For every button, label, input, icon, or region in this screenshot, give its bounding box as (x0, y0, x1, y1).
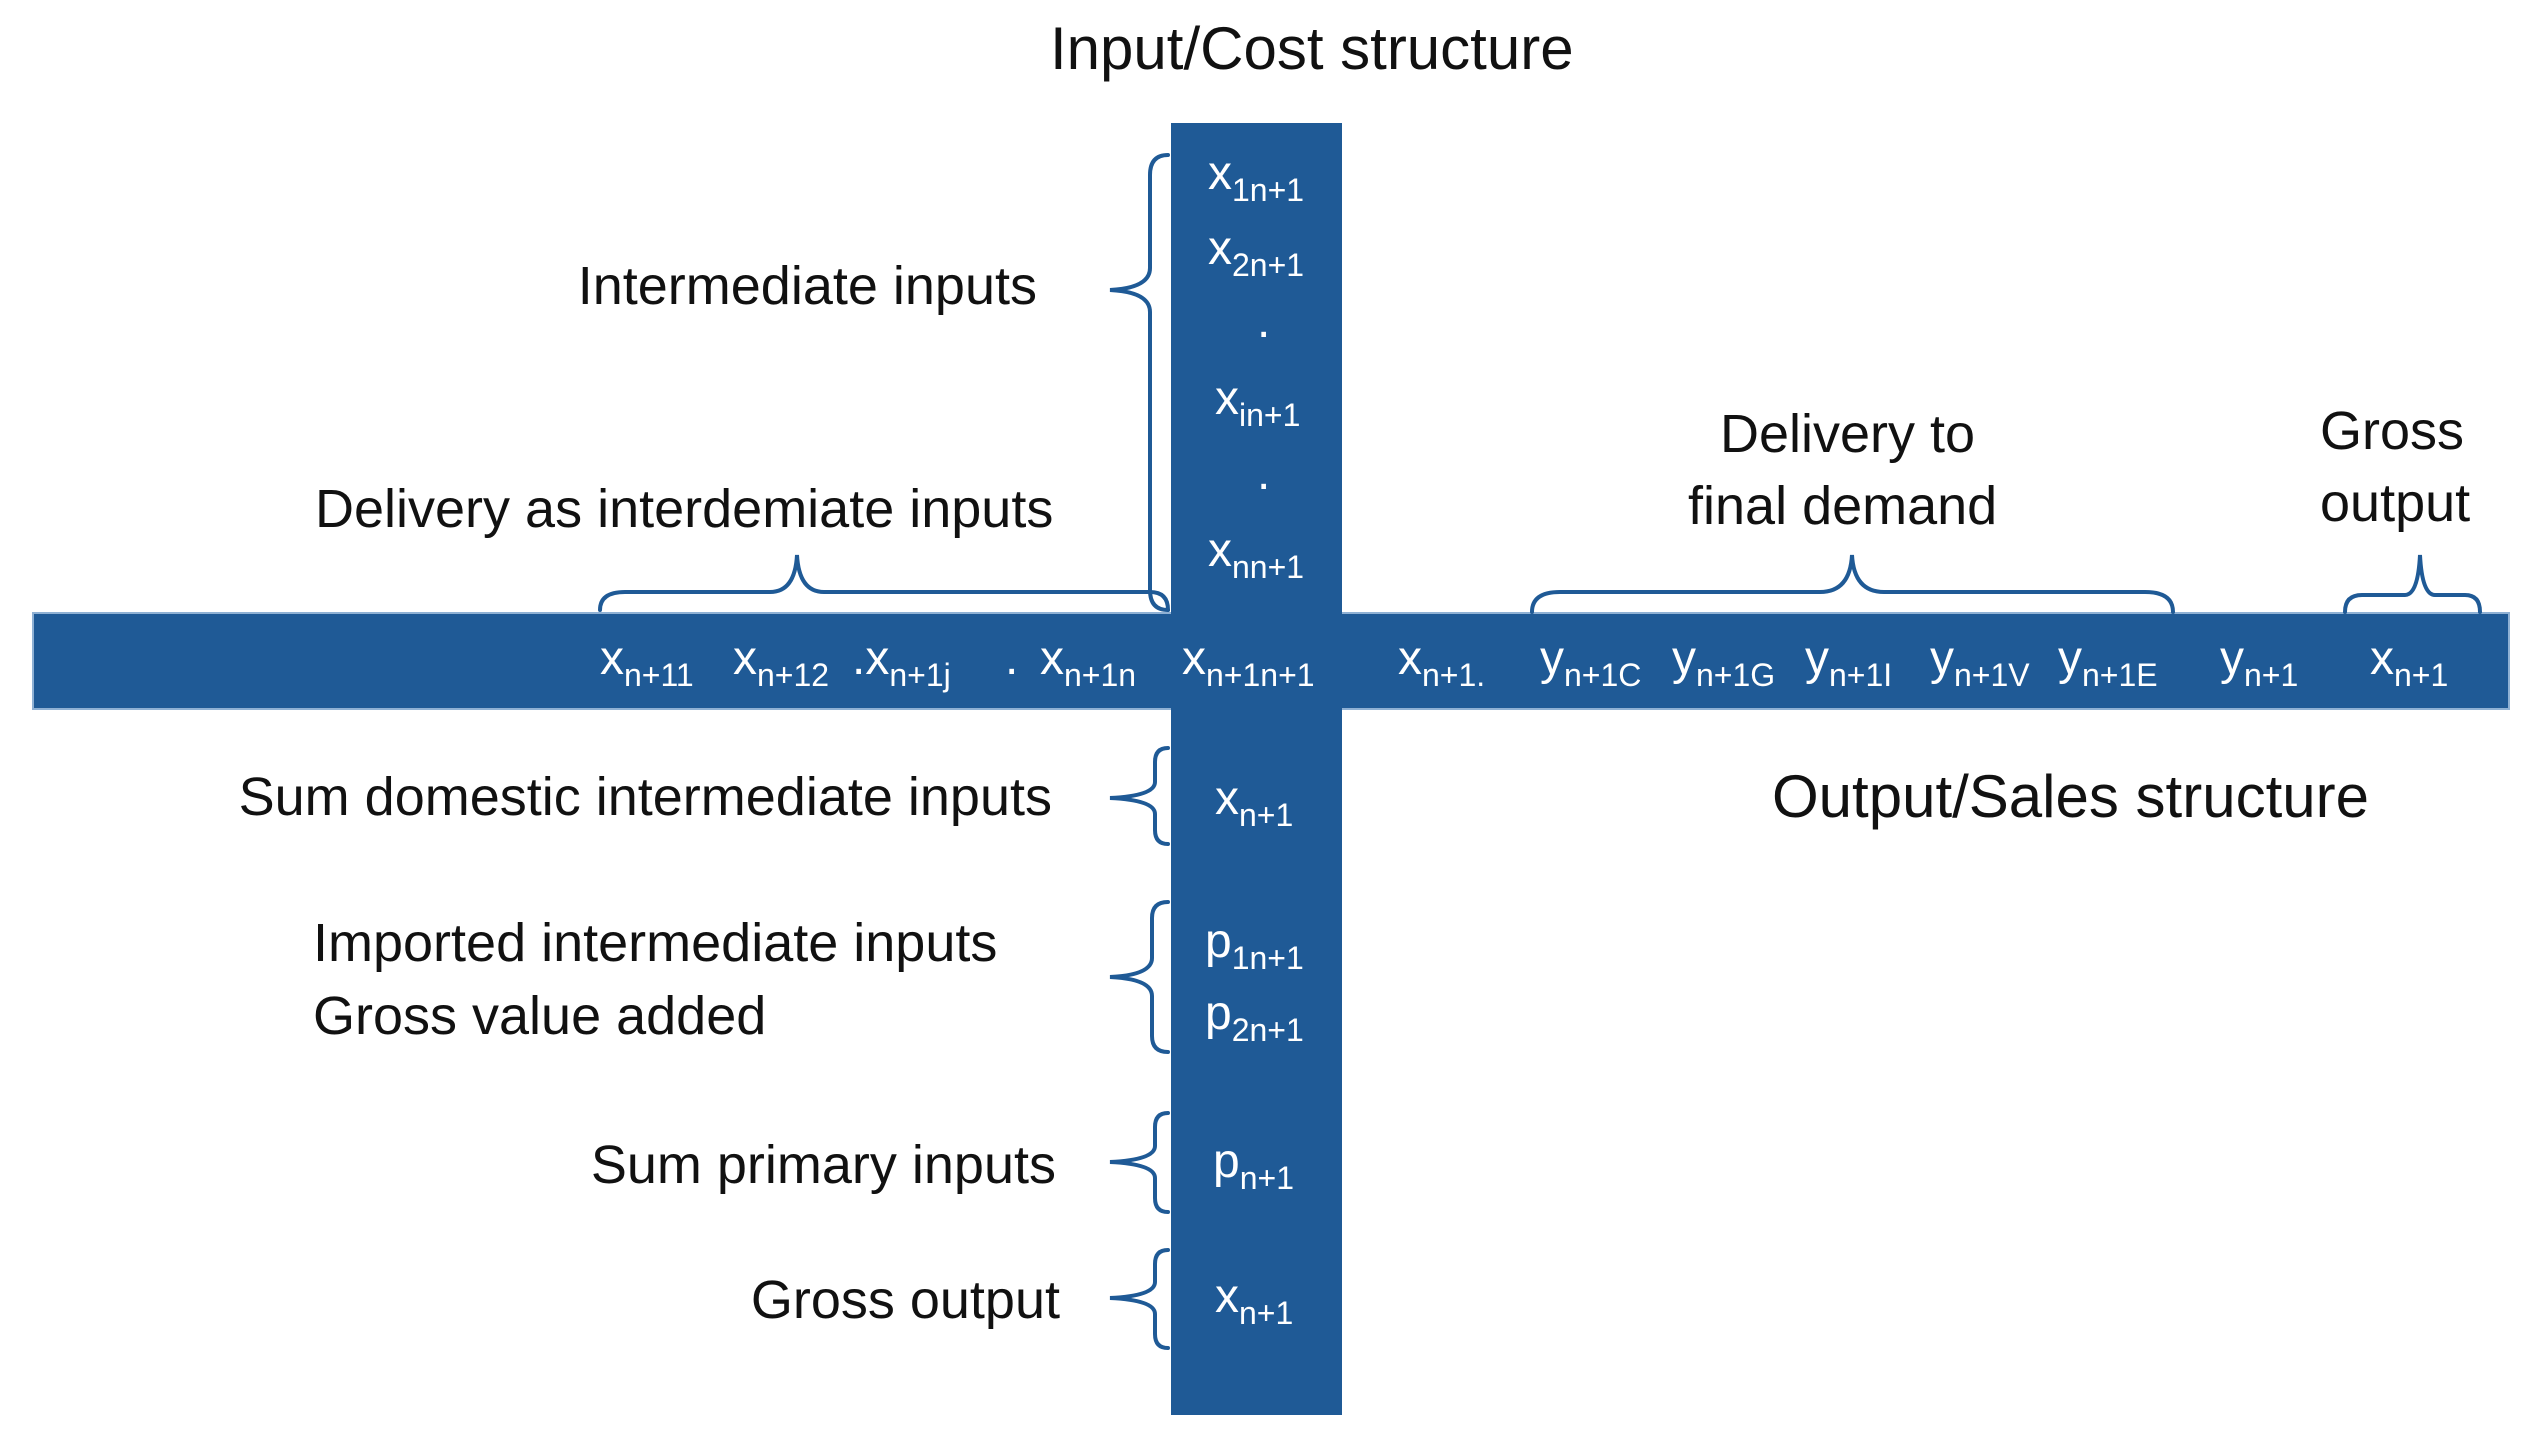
brace-gross-output-right (2343, 554, 2482, 614)
symbol-row-dot: . (1005, 632, 1019, 685)
delivery-final-demand-line1: Delivery to (1720, 404, 1976, 464)
imported-intermediate-label: Imported intermediate inputs (313, 913, 998, 973)
brace-delivery-intermediate (598, 554, 1170, 612)
symbol-x-1n1: x1n+1 (1208, 147, 1305, 208)
symbol-x-in1: xin+1 (1215, 372, 1301, 433)
symbol-x-n1n: xn+1n (1040, 632, 1137, 693)
symbol-y-n1C: yn+1C (1540, 632, 1642, 693)
gross-output-label: Gross output (750, 1270, 1060, 1330)
gross-value-added-label: Gross value added (313, 986, 767, 1046)
delivery-final-demand-line2: final demand (1688, 476, 1998, 536)
brace-intermediate-inputs (1109, 153, 1170, 612)
symbol-dot-1: . (1257, 295, 1271, 348)
brace-final-demand (1530, 554, 2175, 614)
brace-sum-primary (1109, 1111, 1170, 1214)
column-bar (1171, 123, 1342, 1415)
symbol-x-n1-dot: xn+1. (1398, 632, 1486, 693)
intermediate-inputs-label: Intermediate inputs (577, 256, 1037, 316)
symbol-x-n1j: .xn+1j (852, 632, 951, 693)
delivery-intermediate-label: Delivery as interdemiate inputs (315, 479, 1054, 539)
symbol-dot-2: . (1257, 447, 1271, 500)
gross-output-right-line2: output (2320, 473, 2471, 533)
symbol-y-n1V: yn+1V (1930, 632, 2030, 693)
symbol-y-n1I: yn+1I (1805, 632, 1893, 693)
symbol-y-n1: yn+1 (2220, 632, 2299, 693)
brace-sum-domestic (1109, 746, 1170, 846)
symbol-gross-x: xn+1 (1215, 1270, 1294, 1331)
symbol-x-n1n1: xn+1n+1 (1182, 632, 1315, 693)
symbol-p-1n1: p1n+1 (1205, 915, 1304, 976)
symbol-x-n12: xn+12 (733, 632, 830, 693)
symbol-y-n1G: yn+1G (1672, 632, 1776, 693)
sum-primary-label: Sum primary inputs (590, 1135, 1056, 1195)
symbol-y-n1E: yn+1E (2058, 632, 2158, 693)
gross-output-right-line1: Gross (2320, 401, 2465, 461)
symbol-sum-x: xn+1 (1215, 772, 1294, 833)
symbol-sum-p: pn+1 (1213, 1135, 1294, 1196)
symbol-x-nn1: xnn+1 (1208, 524, 1305, 585)
brace-imported-gva (1109, 900, 1170, 1054)
symbol-x-n11: xn+11 (600, 632, 694, 693)
symbol-x-2n1: x2n+1 (1208, 222, 1305, 283)
brace-gross-output-left (1109, 1248, 1170, 1350)
sum-domestic-label: Sum domestic intermediate inputs (238, 767, 1052, 827)
symbol-p-2n1: p2n+1 (1205, 987, 1304, 1048)
output-sales-structure-heading: Output/Sales structure (1772, 763, 2369, 830)
symbol-x-n1-total: xn+1 (2370, 632, 2449, 693)
input-cost-structure-heading: Input/Cost structure (1050, 15, 1574, 82)
